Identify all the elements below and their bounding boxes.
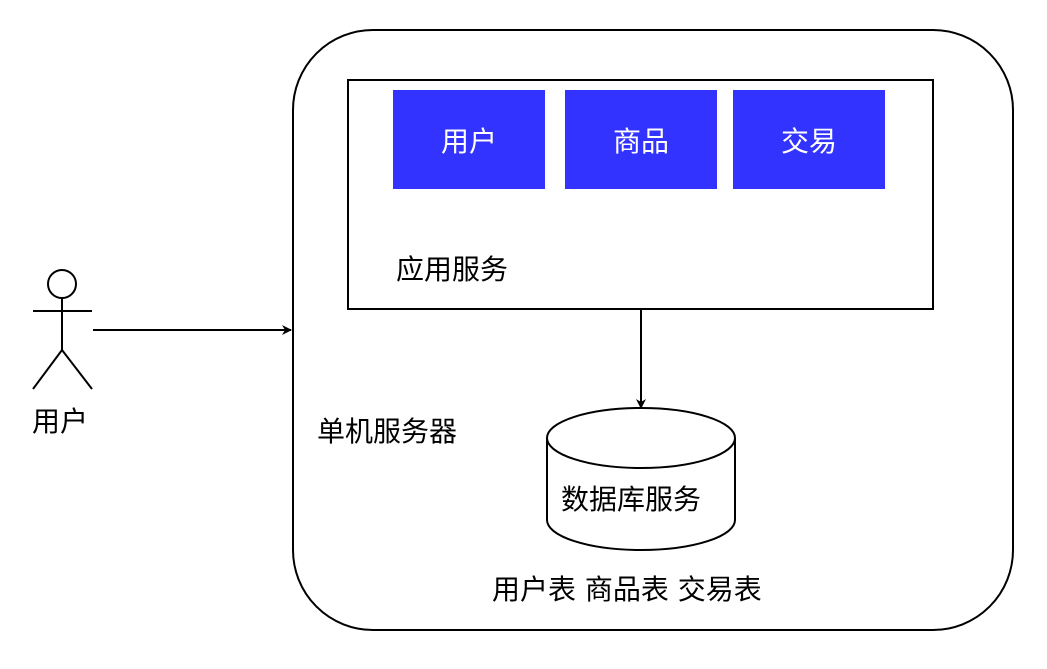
stick-figure-icon	[32, 269, 93, 390]
cylinder-icon	[546, 407, 736, 551]
module-product: 商品	[565, 90, 717, 189]
actor-label: 用户	[32, 405, 89, 438]
server-label: 单机服务器	[317, 415, 458, 448]
app-service-label: 应用服务	[396, 253, 509, 286]
module-user: 用户	[393, 90, 545, 189]
tables-label: 用户表 商品表 交易表	[492, 573, 762, 606]
module-trade: 交易	[733, 90, 885, 189]
database-label: 数据库服务	[561, 483, 702, 516]
